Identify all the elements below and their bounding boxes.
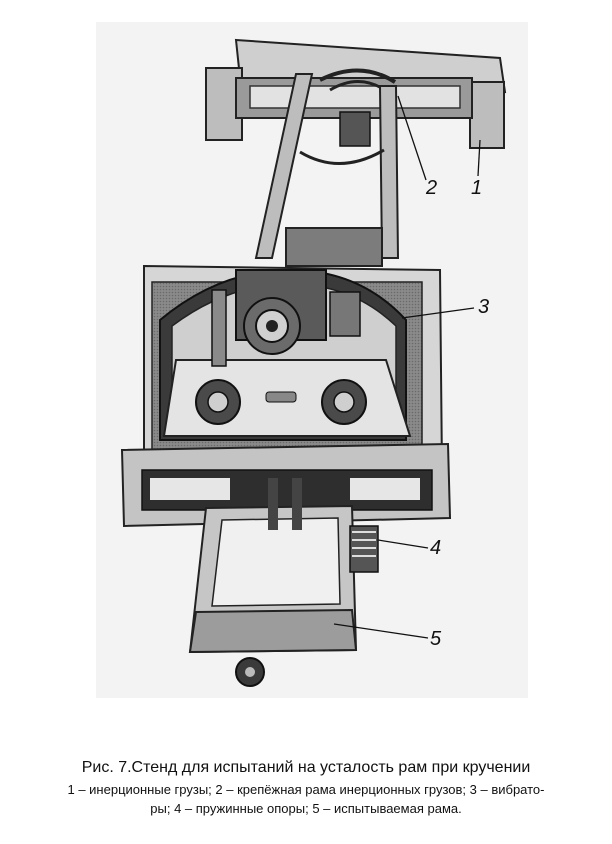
caption-title: Рис. 7.Стенд для испытаний на усталость … <box>81 759 531 776</box>
vibrator-unit <box>143 264 444 471</box>
callout-2: 2 <box>426 177 438 199</box>
figure-caption: Рис. 7.Стенд для испытаний на усталость … <box>0 758 612 818</box>
test-stand-illustration <box>96 22 528 698</box>
test-stand-photo: 1 2 3 4 5 <box>96 22 528 698</box>
tested-frame <box>188 478 379 687</box>
caption-legend-line-1: 1 – инерционные грузы; 2 – крепёжная рам… <box>67 782 545 797</box>
callout-3: 3 <box>478 296 490 318</box>
callout-1: 1 <box>471 177 483 199</box>
caption-legend-line-2: ры; 4 – пружинные опоры; 5 – испытываема… <box>150 801 462 816</box>
base-frame <box>120 442 452 528</box>
mounting-frame <box>254 73 400 267</box>
caption-legend: 1 – инерционные грузы; 2 – крепёжная рам… <box>6 780 606 818</box>
callout-5: 5 <box>430 628 442 650</box>
callout-4: 4 <box>430 537 442 559</box>
callout-leaders <box>333 95 481 639</box>
